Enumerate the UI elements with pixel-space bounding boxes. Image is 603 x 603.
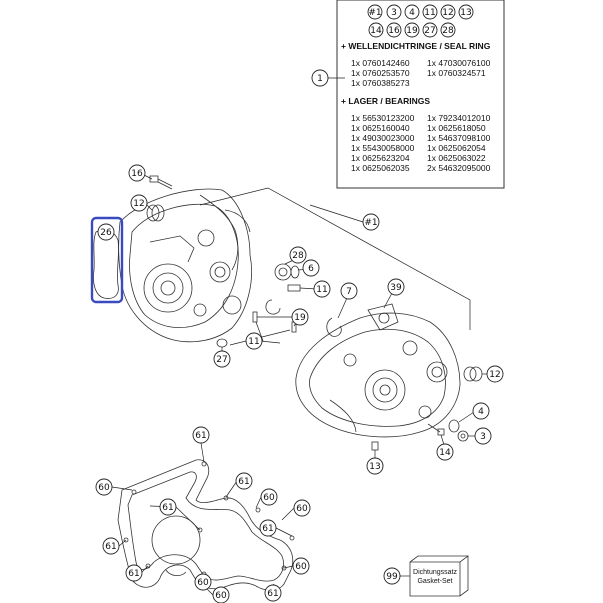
bearing-item: 1x 0625623204	[351, 153, 410, 163]
callout-61: 61	[195, 431, 206, 441]
callout-11: 11	[248, 337, 259, 347]
callout-61: 60	[197, 578, 209, 588]
gasket-26[interactable]	[90, 216, 124, 304]
callout-12: 12	[133, 199, 144, 209]
bearing-item: 1x 49030023000	[351, 133, 415, 143]
bolt-14[interactable]	[427, 423, 445, 436]
gasket-callouts: 61 60 61 61 60 60 61 61 60 61 60 60 61	[95, 426, 311, 603]
legend-callout: 12	[442, 8, 453, 18]
callout-26: 26	[100, 228, 112, 238]
callout-assembly-1: #1	[364, 218, 377, 228]
legend-callout: 14	[370, 26, 382, 36]
bearing-item: 1x 0625062054	[427, 143, 486, 153]
circlip-7[interactable]	[326, 317, 342, 337]
legend-callout: 16	[388, 26, 400, 36]
callout-61: 61	[262, 524, 273, 534]
legend-callouts-row2: 14 16 19 27 28	[368, 22, 456, 38]
bearing-item: 1x 0625160040	[351, 123, 410, 133]
callout-61: 61	[128, 569, 139, 579]
callout-99-circle	[383, 567, 401, 585]
legend-callout: 13	[460, 8, 471, 18]
gasket-set-label-de: Dichtungssatz	[413, 569, 457, 576]
bushing-27[interactable]	[216, 338, 228, 348]
right-crankcase-half[interactable]	[295, 303, 461, 438]
callout-27: 27	[216, 355, 227, 365]
legend-callout: 28	[442, 26, 454, 36]
callout-61: 61	[267, 589, 278, 599]
upper-callouts: 16 12 26 28 6 11 7 39 19 11 27 #1 12 4 3…	[97, 164, 504, 475]
seal-4[interactable]	[448, 419, 460, 433]
seal-item: 1x 47030076100	[427, 58, 491, 68]
callout-60: 60	[215, 591, 227, 601]
callout-3: 3	[480, 432, 486, 442]
callout-16: 16	[131, 169, 143, 179]
legend-ref-callout	[311, 69, 329, 87]
callout-14: 14	[439, 448, 451, 458]
legend-callout: 4	[409, 8, 415, 18]
callout-60: 60	[98, 483, 110, 493]
seal-ring-heading: + WELLENDICHTRINGE / SEAL RING	[341, 41, 491, 51]
bearing-item: 1x 56530123200	[351, 113, 415, 123]
callout-7: 7	[346, 287, 352, 297]
circlip-left[interactable]	[265, 299, 281, 315]
seal-item: 1x 0760385273	[351, 78, 410, 88]
callout-60: 60	[263, 493, 275, 503]
bearing-item: 1x 0625618050	[427, 123, 486, 133]
gasket-set[interactable]: 99 Dichtungssatz Gasket-Set	[383, 555, 469, 597]
bearing-item: 1x 55430058000	[351, 143, 415, 153]
gasket-set-label-en: Gasket-Set	[417, 578, 452, 585]
small-parts	[146, 175, 483, 451]
callout-19: 19	[294, 313, 306, 323]
bolt-16[interactable]	[149, 175, 173, 190]
callout-61: 61	[105, 542, 116, 552]
bearings-heading: + LAGER / BEARINGS	[341, 96, 430, 106]
screw-3[interactable]	[457, 430, 469, 442]
callout-39: 39	[390, 283, 402, 293]
callout-13: 13	[369, 462, 380, 472]
pin-11a[interactable]	[287, 284, 301, 292]
bearing-28[interactable]	[274, 263, 292, 281]
callout-99: 99	[386, 572, 398, 582]
legend-callout: 27	[424, 26, 435, 36]
seal-item: 1x 0760142460	[351, 58, 410, 68]
callout-60: 60	[295, 562, 307, 572]
seal-item: 1x 0760253570	[351, 68, 410, 78]
bushing-12b[interactable]	[463, 366, 483, 382]
callout-12: 12	[489, 370, 500, 380]
callout-61: 61	[238, 477, 249, 487]
dowel-19[interactable]	[252, 311, 297, 333]
bearing-item: 1x 0625062035	[351, 163, 410, 173]
parts-legend: #1 3 4 11 12 13 14 16 19 27 28 1 + WELLE…	[311, 0, 505, 189]
callout-61: 61	[162, 503, 173, 513]
bushing-12a[interactable]	[146, 204, 165, 222]
callout-60: 60	[296, 504, 308, 514]
callout-4: 4	[478, 407, 484, 417]
legend-callout: 11	[424, 8, 435, 18]
callout-6: 6	[308, 264, 314, 274]
legend-callouts-row1: #1 3 4 11 12 13	[367, 4, 474, 20]
ring-6[interactable]	[290, 265, 300, 279]
legend-callout: 3	[391, 8, 397, 18]
left-crankcase-half[interactable]	[118, 188, 252, 343]
legend-callout: #1	[368, 8, 381, 18]
bearing-item: 1x 54637098100	[427, 133, 491, 143]
bearing-item: 1x 0625063022	[427, 153, 486, 163]
bearing-item: 2x 54632095000	[427, 163, 491, 173]
bearing-item: 1x 79234012010	[427, 113, 491, 123]
seal-item: 1x 0760324571	[427, 68, 486, 78]
plug-13[interactable]	[371, 441, 379, 451]
legend-callout: 19	[406, 26, 418, 36]
legend-ref-callout-label: 1	[317, 74, 323, 84]
callout-11: 11	[316, 285, 327, 295]
highlight-frame	[90, 216, 124, 304]
callout-28: 28	[292, 251, 304, 261]
